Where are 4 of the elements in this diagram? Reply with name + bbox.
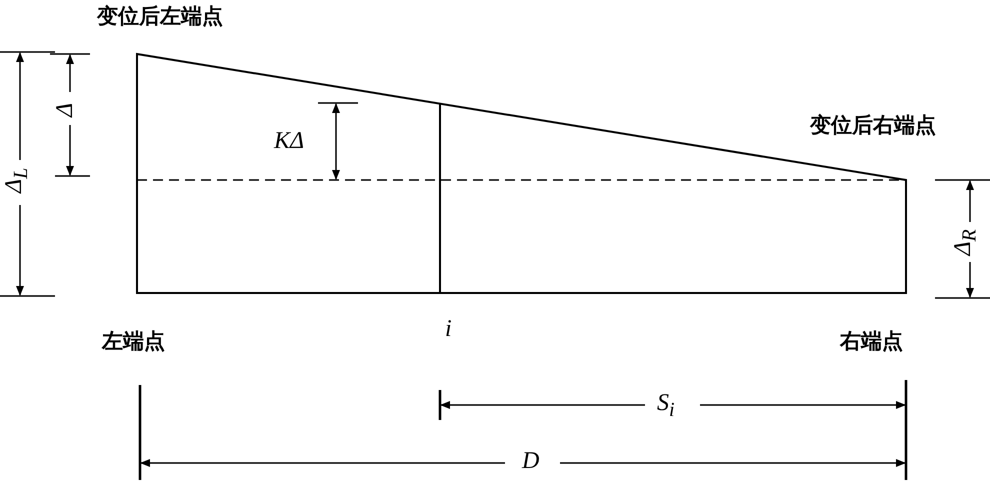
part-label: 左端点 (100, 330, 167, 353)
part-label: 右端点 (838, 330, 905, 353)
part-label: 变位后右端点 (808, 114, 938, 137)
part-label: 变位后左端点 (95, 5, 225, 28)
